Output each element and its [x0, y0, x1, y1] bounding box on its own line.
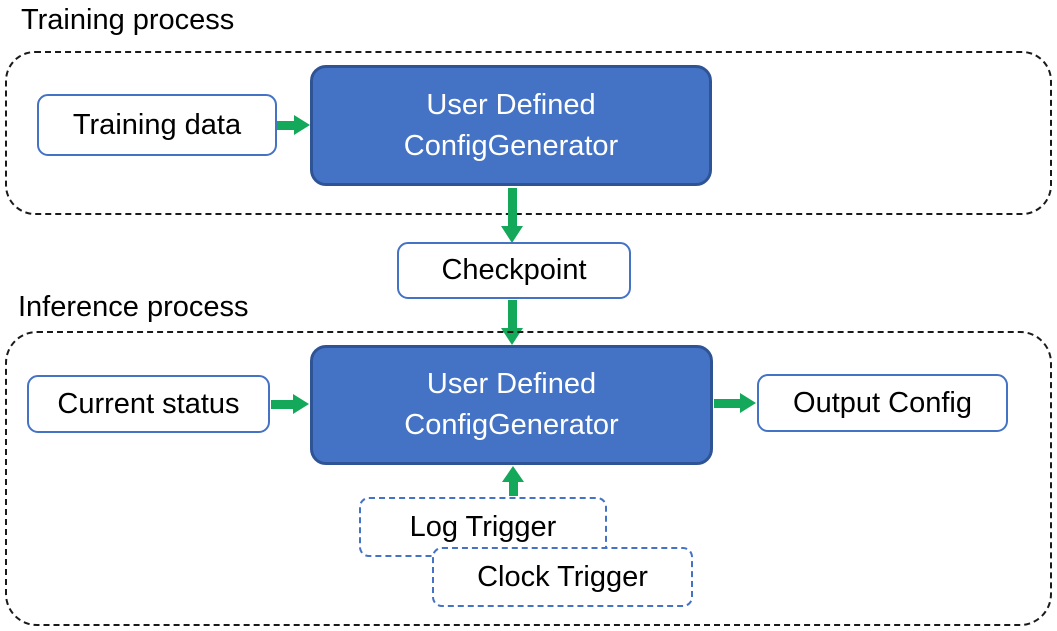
training-generator-line1: User Defined — [426, 88, 596, 121]
training-data-label: Training data — [72, 108, 242, 141]
training-process-container — [5, 51, 1052, 215]
arrow-right-head-icon — [293, 394, 309, 414]
training-data-box: Training data — [37, 94, 277, 156]
arrow-shaft — [508, 482, 518, 496]
inference-generator-box: User Defined ConfigGenerator — [310, 345, 713, 465]
output-config-label: Output Config — [793, 386, 972, 419]
log-trigger-label: Log Trigger — [409, 510, 557, 543]
inference-process-label: Inference process — [18, 291, 249, 323]
arrow-generator-to-output-config — [714, 393, 756, 413]
arrow-right-head-icon — [740, 393, 756, 413]
training-generator-line2: ConfigGenerator — [403, 129, 619, 162]
clock-trigger-box: Clock Trigger — [432, 547, 693, 607]
arrow-shaft — [714, 398, 740, 408]
arrow-triggers-to-generator — [502, 466, 524, 496]
checkpoint-box: Checkpoint — [397, 242, 631, 299]
current-status-box: Current status — [27, 375, 270, 433]
output-config-box: Output Config — [757, 374, 1008, 432]
checkpoint-label: Checkpoint — [441, 254, 587, 286]
inference-generator-line2: ConfigGenerator — [404, 409, 619, 441]
training-generator-box: User Defined ConfigGenerator — [310, 65, 712, 186]
clock-trigger-label: Clock Trigger — [477, 560, 648, 593]
arrow-training-data-to-generator — [277, 115, 310, 135]
arrow-right-head-icon — [294, 115, 310, 135]
arrow-current-status-to-generator — [271, 394, 309, 414]
arrow-shaft — [271, 399, 293, 409]
arrow-shaft — [507, 300, 517, 328]
arrow-down-head-icon — [501, 226, 523, 243]
arrow-generator-to-checkpoint — [501, 188, 523, 243]
arrow-shaft — [277, 120, 294, 130]
arrow-shaft — [507, 188, 517, 226]
inference-generator-line1: User Defined — [426, 368, 597, 400]
training-process-label: Training process — [21, 4, 235, 36]
inference-process-container — [5, 331, 1052, 626]
current-status-label: Current status — [57, 387, 240, 420]
arrow-up-head-icon — [502, 466, 524, 482]
